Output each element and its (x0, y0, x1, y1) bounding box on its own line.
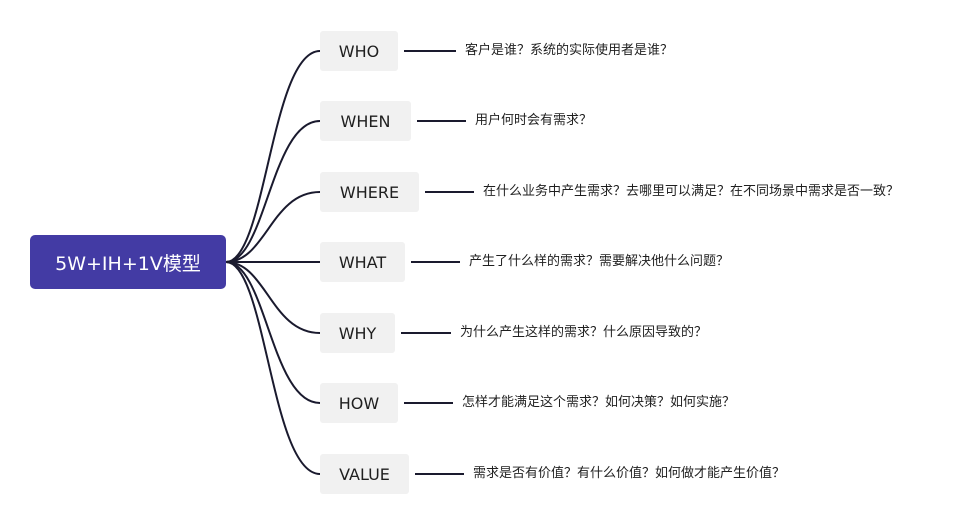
root-node[interactable]: 5W+IH+1V模型 (30, 235, 226, 289)
branch-node-how[interactable]: HOW (320, 383, 398, 423)
branch-node-value[interactable]: VALUE (320, 454, 409, 494)
root-connector-1 (225, 120, 321, 263)
branch-label: WHO (338, 41, 380, 61)
leaf-text-how: 怎样才能满足这个需求？如何决策？如何实施？ (462, 395, 736, 410)
leaf-text-why: 为什么产生这样的需求？什么原因导致的？ (460, 325, 708, 340)
root-connector-5 (225, 261, 321, 404)
branch-label: WHY (338, 323, 377, 343)
root-connector-4 (225, 261, 321, 334)
branch-node-who[interactable]: WHO (320, 31, 398, 71)
root-label: 5W+IH+1V模型 (55, 252, 201, 275)
branch-label: WHAT (338, 252, 387, 272)
root-connector-0 (225, 50, 321, 263)
branch-node-why[interactable]: WHY (320, 313, 395, 353)
root-connector-6 (225, 261, 321, 475)
leaf-text-where: 在什么业务中产生需求？去哪里可以满足？在不同场景中需求是否一致？ (483, 184, 900, 199)
branch-label: VALUE (339, 464, 390, 484)
branch-node-when[interactable]: WHEN (320, 101, 411, 141)
branch-node-where[interactable]: WHERE (320, 172, 419, 212)
branch-label: WHEN (340, 111, 391, 131)
leaf-text-what: 产生了什么样的需求？需要解决他什么问题？ (469, 254, 730, 269)
leaf-text-when: 用户何时会有需求？ (475, 113, 593, 128)
leaf-text-who: 客户是谁？系统的实际使用者是谁？ (465, 43, 674, 58)
leaf-text-value: 需求是否有价值？有什么价值？如何做才能产生价值？ (473, 466, 786, 481)
branch-node-what[interactable]: WHAT (320, 242, 405, 282)
branch-label: WHERE (339, 182, 400, 202)
root-connector-2 (225, 191, 321, 263)
branch-label: HOW (338, 393, 380, 413)
